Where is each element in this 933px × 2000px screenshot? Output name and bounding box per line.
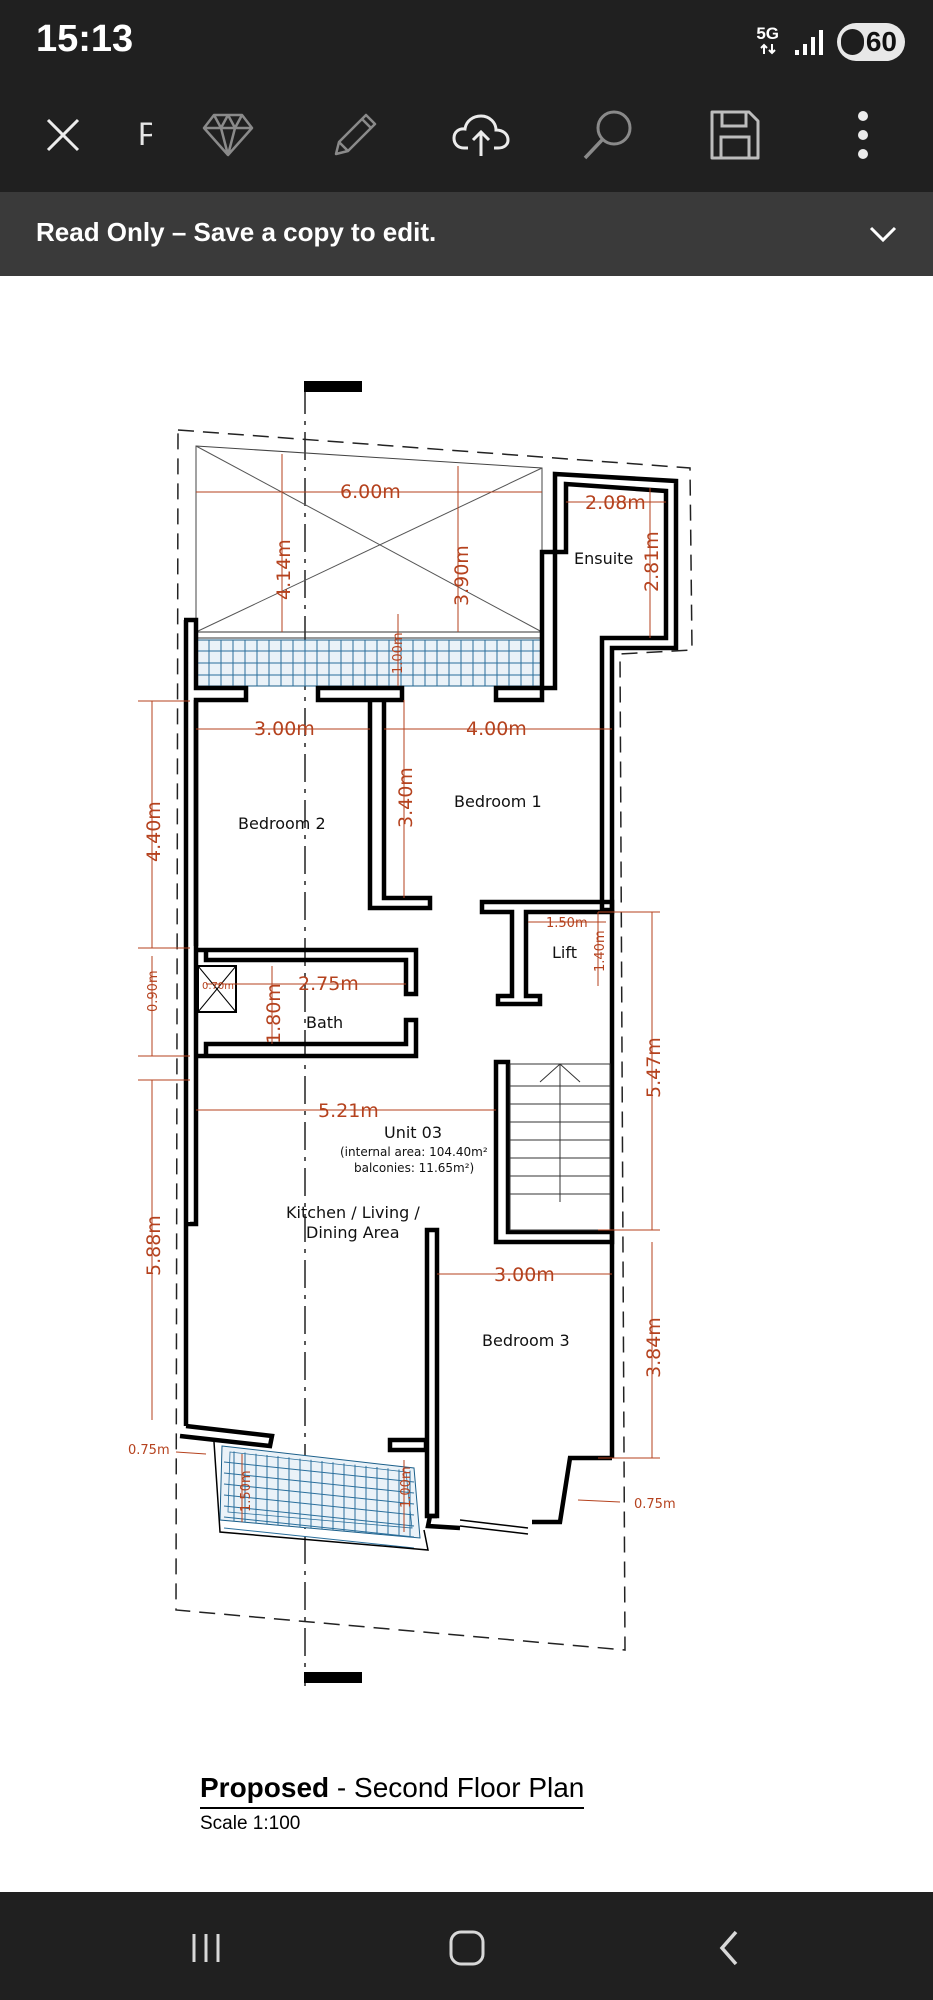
upload-button[interactable] (446, 100, 516, 170)
network-indicator: 5G (756, 24, 779, 58)
dim-5-47: 5.47m (643, 1037, 665, 1098)
more-button[interactable] (828, 100, 898, 170)
signal-icon (795, 30, 823, 55)
data-arrows-icon (759, 43, 776, 55)
dim-4-40: 4.40m (143, 801, 165, 862)
home-icon (449, 1930, 485, 1966)
dim-3-84: 3.84m (643, 1317, 665, 1378)
dim-0-75-left: 0.75m (128, 1443, 170, 1458)
dim-1-50-balcony: 1.50m (239, 1470, 254, 1512)
document-title: P (138, 116, 152, 152)
dim-4-00: 4.00m (466, 718, 527, 740)
edit-button[interactable] (320, 100, 390, 170)
edit-pencil-icon (334, 113, 377, 156)
navigation-bar (0, 1892, 933, 2000)
dim-1-40: 1.40m (593, 930, 608, 972)
room-bedroom-2: Bedroom 2 (238, 814, 326, 833)
banner-expand-button[interactable] (853, 204, 913, 264)
drawing-title-bold: Proposed (200, 1772, 330, 1803)
cloud-upload-icon (452, 114, 510, 156)
save-button[interactable] (700, 100, 770, 170)
battery-level: 60 (865, 26, 897, 57)
search-icon (583, 110, 632, 160)
room-bedroom-1: Bedroom 1 (454, 792, 542, 811)
more-vertical-icon (858, 111, 868, 159)
dim-1-50-lift: 1.50m (546, 916, 588, 931)
back-button[interactable] (698, 1916, 762, 1980)
back-icon (719, 1930, 738, 1966)
premium-diamond-icon (202, 113, 254, 157)
dimension-labels: 6.00m 2.08m 4.14m 3.90m 2.81m 1.00m 3.00… (128, 481, 676, 1512)
status-time: 15:13 (36, 18, 134, 60)
drawing-title-block: Proposed - Second Floor Plan Scale 1:100 (200, 1772, 585, 1835)
floor-plan-drawing: 6.00m 2.08m 4.14m 3.90m 2.81m 1.00m 3.00… (128, 381, 693, 1686)
drawing-title-rest: - Second Floor Plan (329, 1772, 585, 1803)
unit-internal-area: (internal area: 104.40m² (340, 1145, 488, 1159)
home-button[interactable] (435, 1916, 499, 1980)
room-lift: Lift (552, 943, 577, 962)
dim-0-70: 0.70m (202, 981, 234, 992)
dim-1-80: 1.80m (263, 983, 285, 1044)
room-labels: Ensuite Bedroom 1 Bedroom 2 Lift Bath Un… (238, 549, 633, 1350)
document-canvas[interactable]: 6.00m 2.08m 4.14m 3.90m 2.81m 1.00m 3.00… (0, 276, 933, 1892)
drawing-scale: Scale 1:100 (200, 1813, 301, 1834)
recent-apps-button[interactable] (174, 1916, 238, 1980)
dim-0-75-right: 0.75m (634, 1497, 676, 1512)
dim-2-75: 2.75m (298, 973, 359, 995)
dim-3-00-bed2: 3.00m (254, 718, 315, 740)
status-icons: 5G 60 (756, 22, 905, 62)
room-ensuite: Ensuite (574, 549, 633, 568)
dim-2-08: 2.08m (585, 492, 646, 514)
search-button[interactable] (573, 100, 643, 170)
status-bar: 15:13 5G 60 (0, 0, 933, 78)
room-kitchen-line2: Dining Area (306, 1223, 400, 1242)
dim-5-88: 5.88m (143, 1215, 165, 1276)
unit-balconies-area: balconies: 11.65m²) (354, 1161, 474, 1175)
unit-label: Unit 03 (384, 1123, 442, 1142)
battery-saver-icon (841, 29, 864, 55)
room-bath: Bath (306, 1013, 343, 1032)
drawing-title: Proposed - Second Floor Plan (200, 1772, 585, 1809)
close-icon (46, 118, 80, 152)
dim-1-00-balcony: 1.00m (399, 1466, 414, 1508)
room-bedroom-3: Bedroom 3 (482, 1331, 570, 1350)
dim-0-90: 0.90m (146, 970, 161, 1012)
save-icon (710, 110, 760, 160)
network-type: 5G (756, 24, 779, 43)
recent-apps-icon (192, 1934, 220, 1962)
dim-3-40: 3.40m (395, 767, 417, 828)
toolbar: P (0, 78, 933, 192)
close-button[interactable] (28, 100, 98, 170)
banner-text: Read Only – Save a copy to edit. (36, 217, 437, 247)
dim-2-81: 2.81m (641, 531, 663, 592)
dim-6-00: 6.00m (340, 481, 401, 503)
battery-indicator: 60 (837, 23, 905, 61)
premium-button[interactable] (193, 100, 263, 170)
dim-3-00-bed3: 3.00m (494, 1264, 555, 1286)
read-only-banner[interactable]: Read Only – Save a copy to edit. (0, 192, 933, 276)
room-kitchen-line1: Kitchen / Living / (286, 1203, 420, 1222)
dim-3-90: 3.90m (451, 545, 473, 606)
chevron-down-icon (869, 226, 897, 243)
dim-1-00-top: 1.00m (391, 632, 406, 674)
dim-5-21: 5.21m (318, 1100, 379, 1122)
dim-4-14: 4.14m (273, 539, 295, 600)
